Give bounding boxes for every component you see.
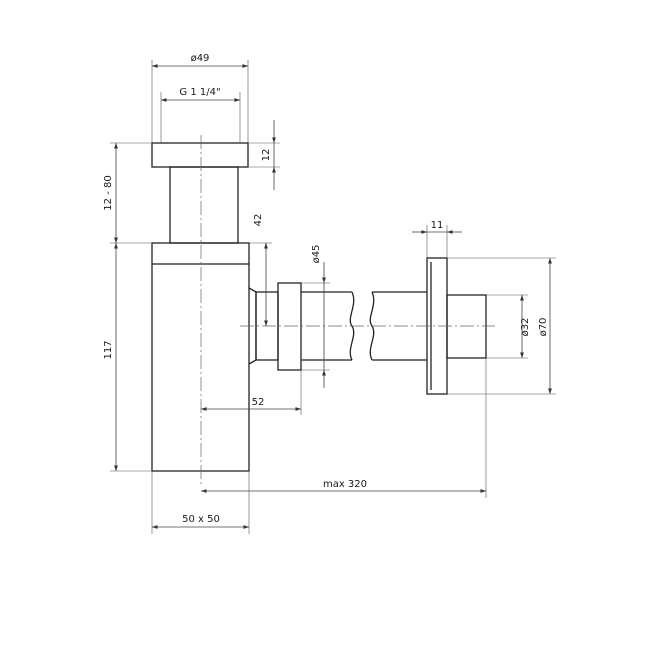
label-w52: 52 <box>252 397 265 408</box>
dimension-labels: ø49 G 1 1/4" 12 12 - 80 42 ø45 11 ø32 ø7… <box>103 53 549 525</box>
square-body <box>151 242 250 472</box>
label-h12: 12 <box>261 149 272 162</box>
label-thread: G 1 1/4" <box>179 87 220 98</box>
label-h42: 42 <box>253 214 264 227</box>
label-h117: 117 <box>103 340 114 359</box>
top-cap <box>151 142 249 168</box>
label-d49: ø49 <box>191 53 210 64</box>
outlet-nut <box>277 282 302 371</box>
wall-sleeve <box>446 294 487 359</box>
extension-lines <box>110 60 556 534</box>
center-lines <box>200 135 495 485</box>
label-body: 50 x 50 <box>182 514 220 525</box>
dimension-lines <box>114 64 552 529</box>
vertical-tube <box>169 166 239 244</box>
label-range: 12 - 80 <box>103 175 114 210</box>
label-w11: 11 <box>431 220 444 231</box>
label-max: max 320 <box>323 479 367 490</box>
siphon-body-outlines <box>151 142 487 472</box>
label-d45: ø45 <box>311 245 322 264</box>
label-d70: ø70 <box>538 318 549 337</box>
label-d32: ø32 <box>520 318 531 337</box>
